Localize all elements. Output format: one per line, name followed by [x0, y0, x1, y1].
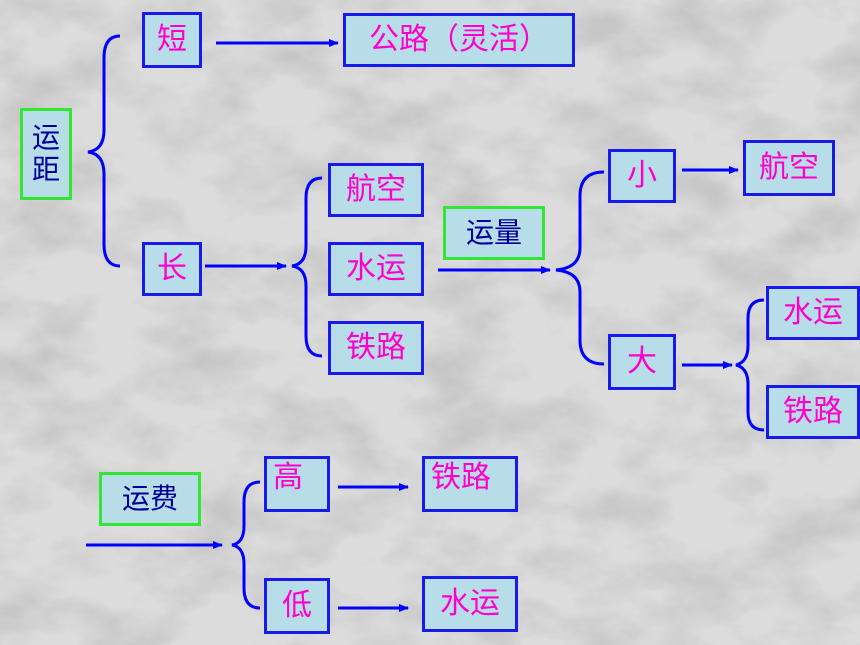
low-water-box: 水运 [422, 576, 518, 632]
volume-label: 运量 [443, 206, 545, 260]
small-box: 小 [608, 149, 676, 203]
brace-distance [87, 34, 121, 268]
low-box: 低 [264, 578, 330, 634]
small-air-box: 航空 [743, 140, 835, 196]
long-box: 长 [142, 242, 202, 296]
brace-large [735, 298, 765, 432]
long-rail-box: 铁路 [328, 321, 424, 375]
distance-label-char-2: 距 [31, 153, 60, 186]
large-rail-box: 铁路 [766, 385, 860, 439]
brace-cost [231, 480, 261, 610]
highway-flexible-box: 公路（灵活） [343, 13, 575, 67]
long-air-box: 航空 [328, 163, 424, 217]
distance-label: 运 距 [20, 108, 72, 200]
brace-volume [555, 170, 605, 366]
distance-label-char-1: 运 [31, 120, 60, 154]
cost-label: 运费 [99, 472, 201, 526]
large-water-box: 水运 [766, 286, 860, 340]
long-water-box: 水运 [328, 242, 424, 296]
high-rail-box: 铁路 [422, 456, 518, 512]
brace-long-options [291, 176, 323, 358]
large-box: 大 [608, 334, 676, 390]
high-box: 高 [264, 456, 330, 512]
short-box: 短 [142, 12, 202, 68]
